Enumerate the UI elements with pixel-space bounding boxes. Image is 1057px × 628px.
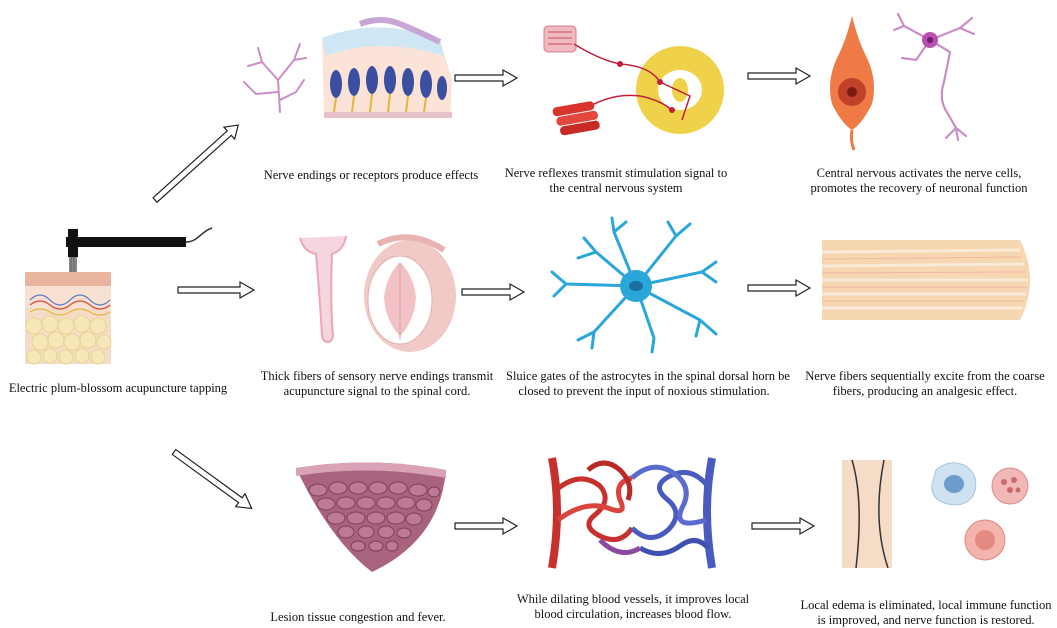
blood-vessels-icon xyxy=(552,458,712,568)
caption-line: Nerve reflexes transmit stimulation sign… xyxy=(500,166,732,181)
nerve-ending-receptor-icon xyxy=(244,20,452,118)
astrocyte-icon xyxy=(552,218,716,352)
caption-line: acupuncture signal to the spinal cord. xyxy=(246,384,508,399)
caption-row1-step1: Nerve endings or receptors produce effec… xyxy=(252,168,490,183)
source-label: Electric plum-blossom acupuncture tappin… xyxy=(9,381,228,395)
caption-row2-step1: Thick fibers of sensory nerve endings tr… xyxy=(246,369,508,399)
lesion-tissue-icon xyxy=(296,462,446,572)
sensory-fiber-spinal-cord-icon xyxy=(300,236,456,352)
caption-row1-step3: Central nervous activates the nerve cell… xyxy=(800,166,1038,196)
neuron-cells-icon xyxy=(830,14,974,150)
row3-arrow-1 xyxy=(455,518,517,534)
acupuncture-device-icon xyxy=(66,228,212,275)
caption-row3-step2: While dilating blood vessels, it improve… xyxy=(508,592,758,622)
branch-arrow-down xyxy=(169,446,256,515)
caption-line: Nerve endings or receptors produce effec… xyxy=(252,168,490,183)
caption-row2-step2: Sluice gates of the astrocytes in the sp… xyxy=(506,369,782,399)
branch-arrow-middle xyxy=(178,282,254,298)
row2-arrow-1 xyxy=(462,284,524,300)
caption-line: the central nervous system xyxy=(500,181,732,196)
caption-line: Sluice gates of the astrocytes in the sp… xyxy=(506,369,782,384)
row3-arrow-2 xyxy=(752,518,814,534)
caption-line: promotes the recovery of neuronal functi… xyxy=(800,181,1038,196)
caption-line: fibers, producing an analgesic effect. xyxy=(800,384,1050,399)
caption-line: Local edema is eliminated, local immune … xyxy=(798,598,1054,613)
row2-arrow-2 xyxy=(748,280,810,296)
immune-cells-icon xyxy=(842,460,1028,568)
caption-line: is improved, and nerve function is resto… xyxy=(798,613,1054,628)
caption-line: Nerve fibers sequentially excite from th… xyxy=(800,369,1050,384)
caption-row1-step2: Nerve reflexes transmit stimulation sign… xyxy=(500,166,732,196)
caption-row3-step3: Local edema is eliminated, local immune … xyxy=(798,598,1054,628)
caption-line: While dilating blood vessels, it improve… xyxy=(508,592,758,607)
caption-line: Thick fibers of sensory nerve endings tr… xyxy=(246,369,508,384)
skin-cross-section-icon xyxy=(25,272,111,364)
nerve-reflex-spinal-cord-icon xyxy=(544,26,724,137)
caption-line: blood circulation, increases blood flow. xyxy=(508,607,758,622)
row1-arrow-1 xyxy=(455,70,517,86)
caption-row2-step3: Nerve fibers sequentially excite from th… xyxy=(800,369,1050,399)
caption-row3-step1: Lesion tissue congestion and fever. xyxy=(252,610,464,625)
caption-line: Central nervous activates the nerve cell… xyxy=(800,166,1038,181)
branch-arrow-up xyxy=(150,119,244,206)
nerve-fibers-icon xyxy=(822,240,1030,320)
row1-arrow-2 xyxy=(748,68,810,84)
caption-line: closed to prevent the input of noxious s… xyxy=(506,384,782,399)
caption-line: Lesion tissue congestion and fever. xyxy=(252,610,464,625)
